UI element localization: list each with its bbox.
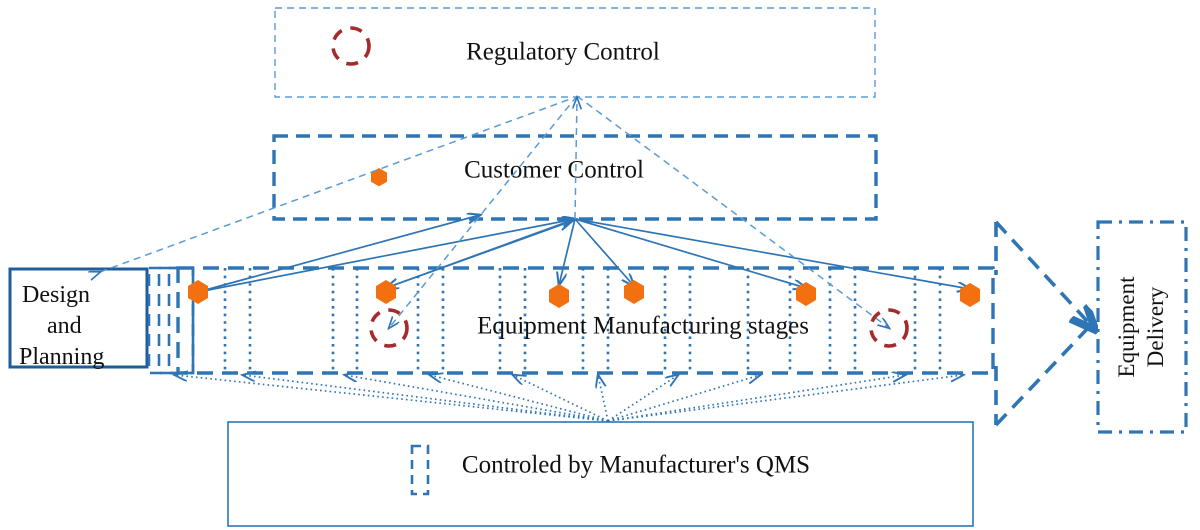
stage-customer-markers (188, 280, 980, 308)
box-equipment-manufacturing-stages[interactable]: Equipment Manufacturing stages (176, 266, 995, 375)
box-design-and-planning[interactable]: Design and Planning (8, 267, 149, 370)
stage-dividers (223, 268, 942, 373)
equipment-delivery-line-1: Equipment (1114, 276, 1139, 378)
box-equipment-delivery[interactable]: Equipment Delivery (1096, 220, 1188, 434)
customer-control-label: Customer Control (464, 157, 644, 184)
equipment-delivery-arrow (994, 220, 1088, 427)
dashed-circle-icon (331, 26, 371, 66)
dashed-rectangle-icon (410, 444, 430, 496)
box-regulatory-control[interactable]: Regulatory Control (274, 7, 876, 98)
customer-control-arrows (197, 215, 970, 293)
nested-stage-brackets (147, 266, 195, 375)
stage-regulatory-markers (369, 308, 909, 348)
equipment-delivery-line-2: Delivery (1143, 286, 1168, 367)
design-and-planning-line-2: and (47, 313, 82, 339)
design-and-planning-line-1: Design (22, 282, 90, 308)
orange-hexagon-icon (371, 168, 387, 187)
regulatory-control-arrows (100, 95, 889, 328)
qms-control-label: Controled by Manufacturer's QMS (462, 452, 810, 479)
equipment-manufacturing-stages-label: Equipment Manufacturing stages (477, 313, 809, 340)
box-qms-control[interactable]: Controled by Manufacturer's QMS (227, 421, 974, 527)
box-customer-control[interactable]: Customer Control (272, 134, 878, 221)
regulatory-control-label: Regulatory Control (466, 39, 660, 66)
qms-control-arrows (175, 375, 963, 422)
design-and-planning-line-3: Planning (19, 344, 104, 370)
